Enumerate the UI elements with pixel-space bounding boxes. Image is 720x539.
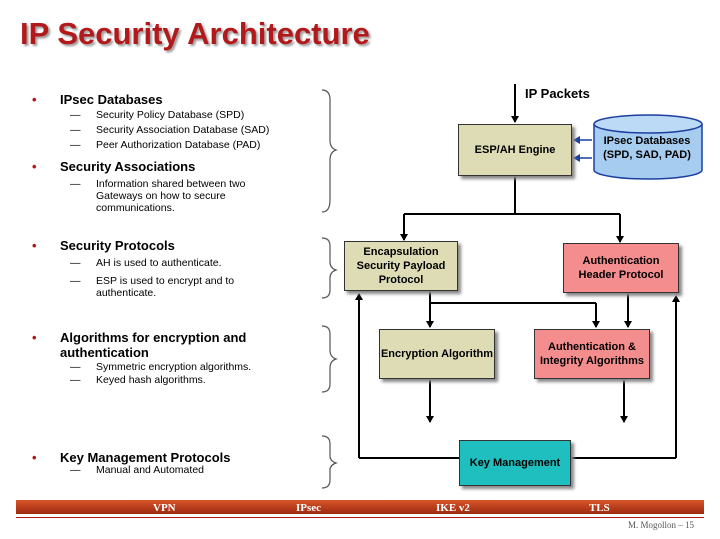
ip-packets-label: IP Packets <box>525 86 590 101</box>
bullet-dot: • <box>32 92 37 107</box>
encryption-algorithm-box: Encryption Algorithm <box>379 329 495 379</box>
bullet-dot: • <box>32 450 37 465</box>
bullet-label: Key Management Protocols <box>60 450 231 465</box>
bullet-label: Security Protocols <box>60 238 175 253</box>
bullet-label: Algorithms for encryption and authentica… <box>60 330 247 360</box>
bullet-label: Security Associations <box>60 159 196 174</box>
key-management-box: Key Management <box>459 440 571 486</box>
bullet-dot: • <box>32 330 37 345</box>
footer-item-ipsec: IPsec <box>296 502 322 514</box>
bullet-dot: • <box>32 159 37 174</box>
footer-item-vpn: VPN <box>153 502 176 514</box>
ipsec-databases-label: IPsec Databases (SPD, SAD, PAD) <box>603 135 691 161</box>
slide-credit: M. Mogollon – 15 <box>628 520 695 530</box>
esp-ah-engine-box: ESP/AH Engine <box>458 124 572 176</box>
outline-braces <box>321 89 338 489</box>
ah-protocol-box: Authentication Header Protocol <box>563 243 679 293</box>
esp-protocol-box: Encapsulation Security Payload Protocol <box>344 241 458 291</box>
footer-item-ikev2: IKE v2 <box>436 502 470 514</box>
bullet-label: IPsec Databases <box>60 92 163 107</box>
page-title: IP Security Architecture <box>20 16 370 51</box>
footer-item-tls: TLS <box>589 502 610 514</box>
bullet-dot: • <box>32 238 37 253</box>
database-cylinder <box>593 114 703 180</box>
footer-bar <box>16 500 704 514</box>
footer-divider <box>16 517 704 518</box>
auth-integrity-box: Authentication & Integrity Algorithms <box>534 329 650 379</box>
